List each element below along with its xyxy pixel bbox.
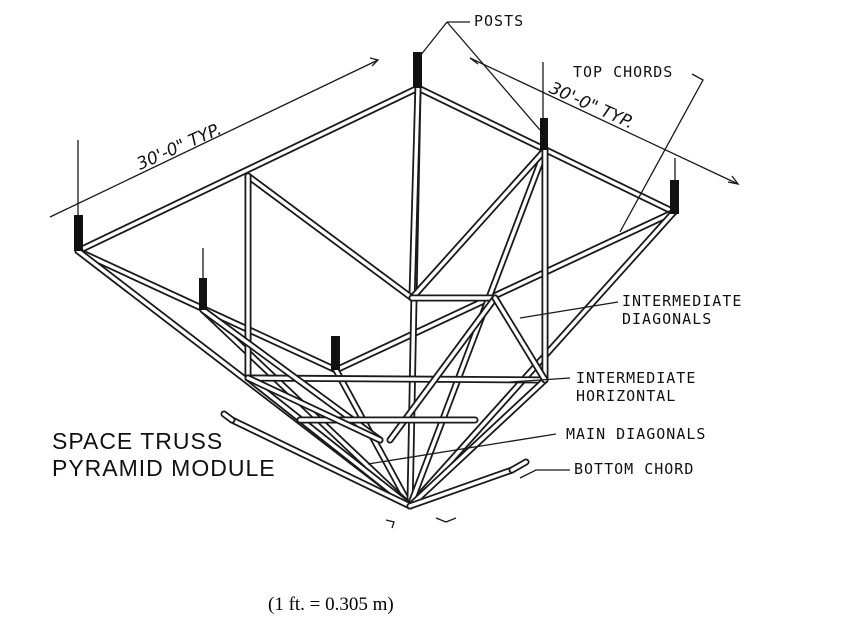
truss-member-17 bbox=[246, 376, 412, 508]
truss-member-18 bbox=[408, 378, 547, 508]
truss-member-27 bbox=[510, 460, 528, 472]
truss-member-3 bbox=[334, 210, 676, 372]
truss-member-12 bbox=[410, 148, 547, 300]
post-top bbox=[413, 52, 422, 88]
truss-member-0 bbox=[76, 86, 420, 253]
post-near bbox=[331, 336, 340, 370]
post-mid-right bbox=[540, 118, 548, 150]
truss-member-10 bbox=[410, 86, 420, 300]
truss-member-21 bbox=[493, 296, 547, 382]
post-right bbox=[670, 180, 679, 214]
dimension-lines bbox=[49, 57, 740, 218]
truss-members bbox=[74, 84, 678, 510]
label-posts: POSTS bbox=[474, 12, 524, 30]
title-line-2: PYRAMID MODULE bbox=[52, 455, 276, 481]
truss-member-26 bbox=[408, 468, 514, 508]
truss-member-11 bbox=[246, 174, 414, 300]
truss-member-9 bbox=[408, 148, 547, 508]
label-top-chords: TOP CHORDS bbox=[573, 63, 673, 81]
dimension-left-label: 30'-0" TYP. bbox=[134, 119, 225, 174]
truss-member-24 bbox=[230, 418, 412, 508]
caption: (1 ft. = 0.305 m) bbox=[268, 594, 394, 615]
posts-group bbox=[74, 52, 679, 370]
label-intermediate-horizontal-1: INTERMEDIATE bbox=[576, 369, 696, 387]
dimension-right-label: 30'-0" TYP. bbox=[546, 78, 637, 133]
leader-lines bbox=[367, 21, 704, 479]
truss-member-20 bbox=[388, 296, 497, 442]
label-intermediate-diagonals-2: DIAGONALS bbox=[622, 310, 712, 328]
truss-member-23 bbox=[246, 376, 382, 442]
label-main-diagonals: MAIN DIAGONALS bbox=[566, 425, 706, 443]
title-line-1: SPACE TRUSS bbox=[52, 428, 223, 454]
post-mid-left bbox=[199, 278, 207, 310]
label-intermediate-diagonals-1: INTERMEDIATE bbox=[622, 292, 742, 310]
label-intermediate-horizontal-2: HORIZONTAL bbox=[576, 387, 676, 405]
apex-marks bbox=[385, 517, 457, 529]
truss-member-25 bbox=[222, 412, 234, 422]
post-left bbox=[74, 215, 83, 251]
label-bottom-chord: BOTTOM CHORD bbox=[574, 460, 694, 478]
